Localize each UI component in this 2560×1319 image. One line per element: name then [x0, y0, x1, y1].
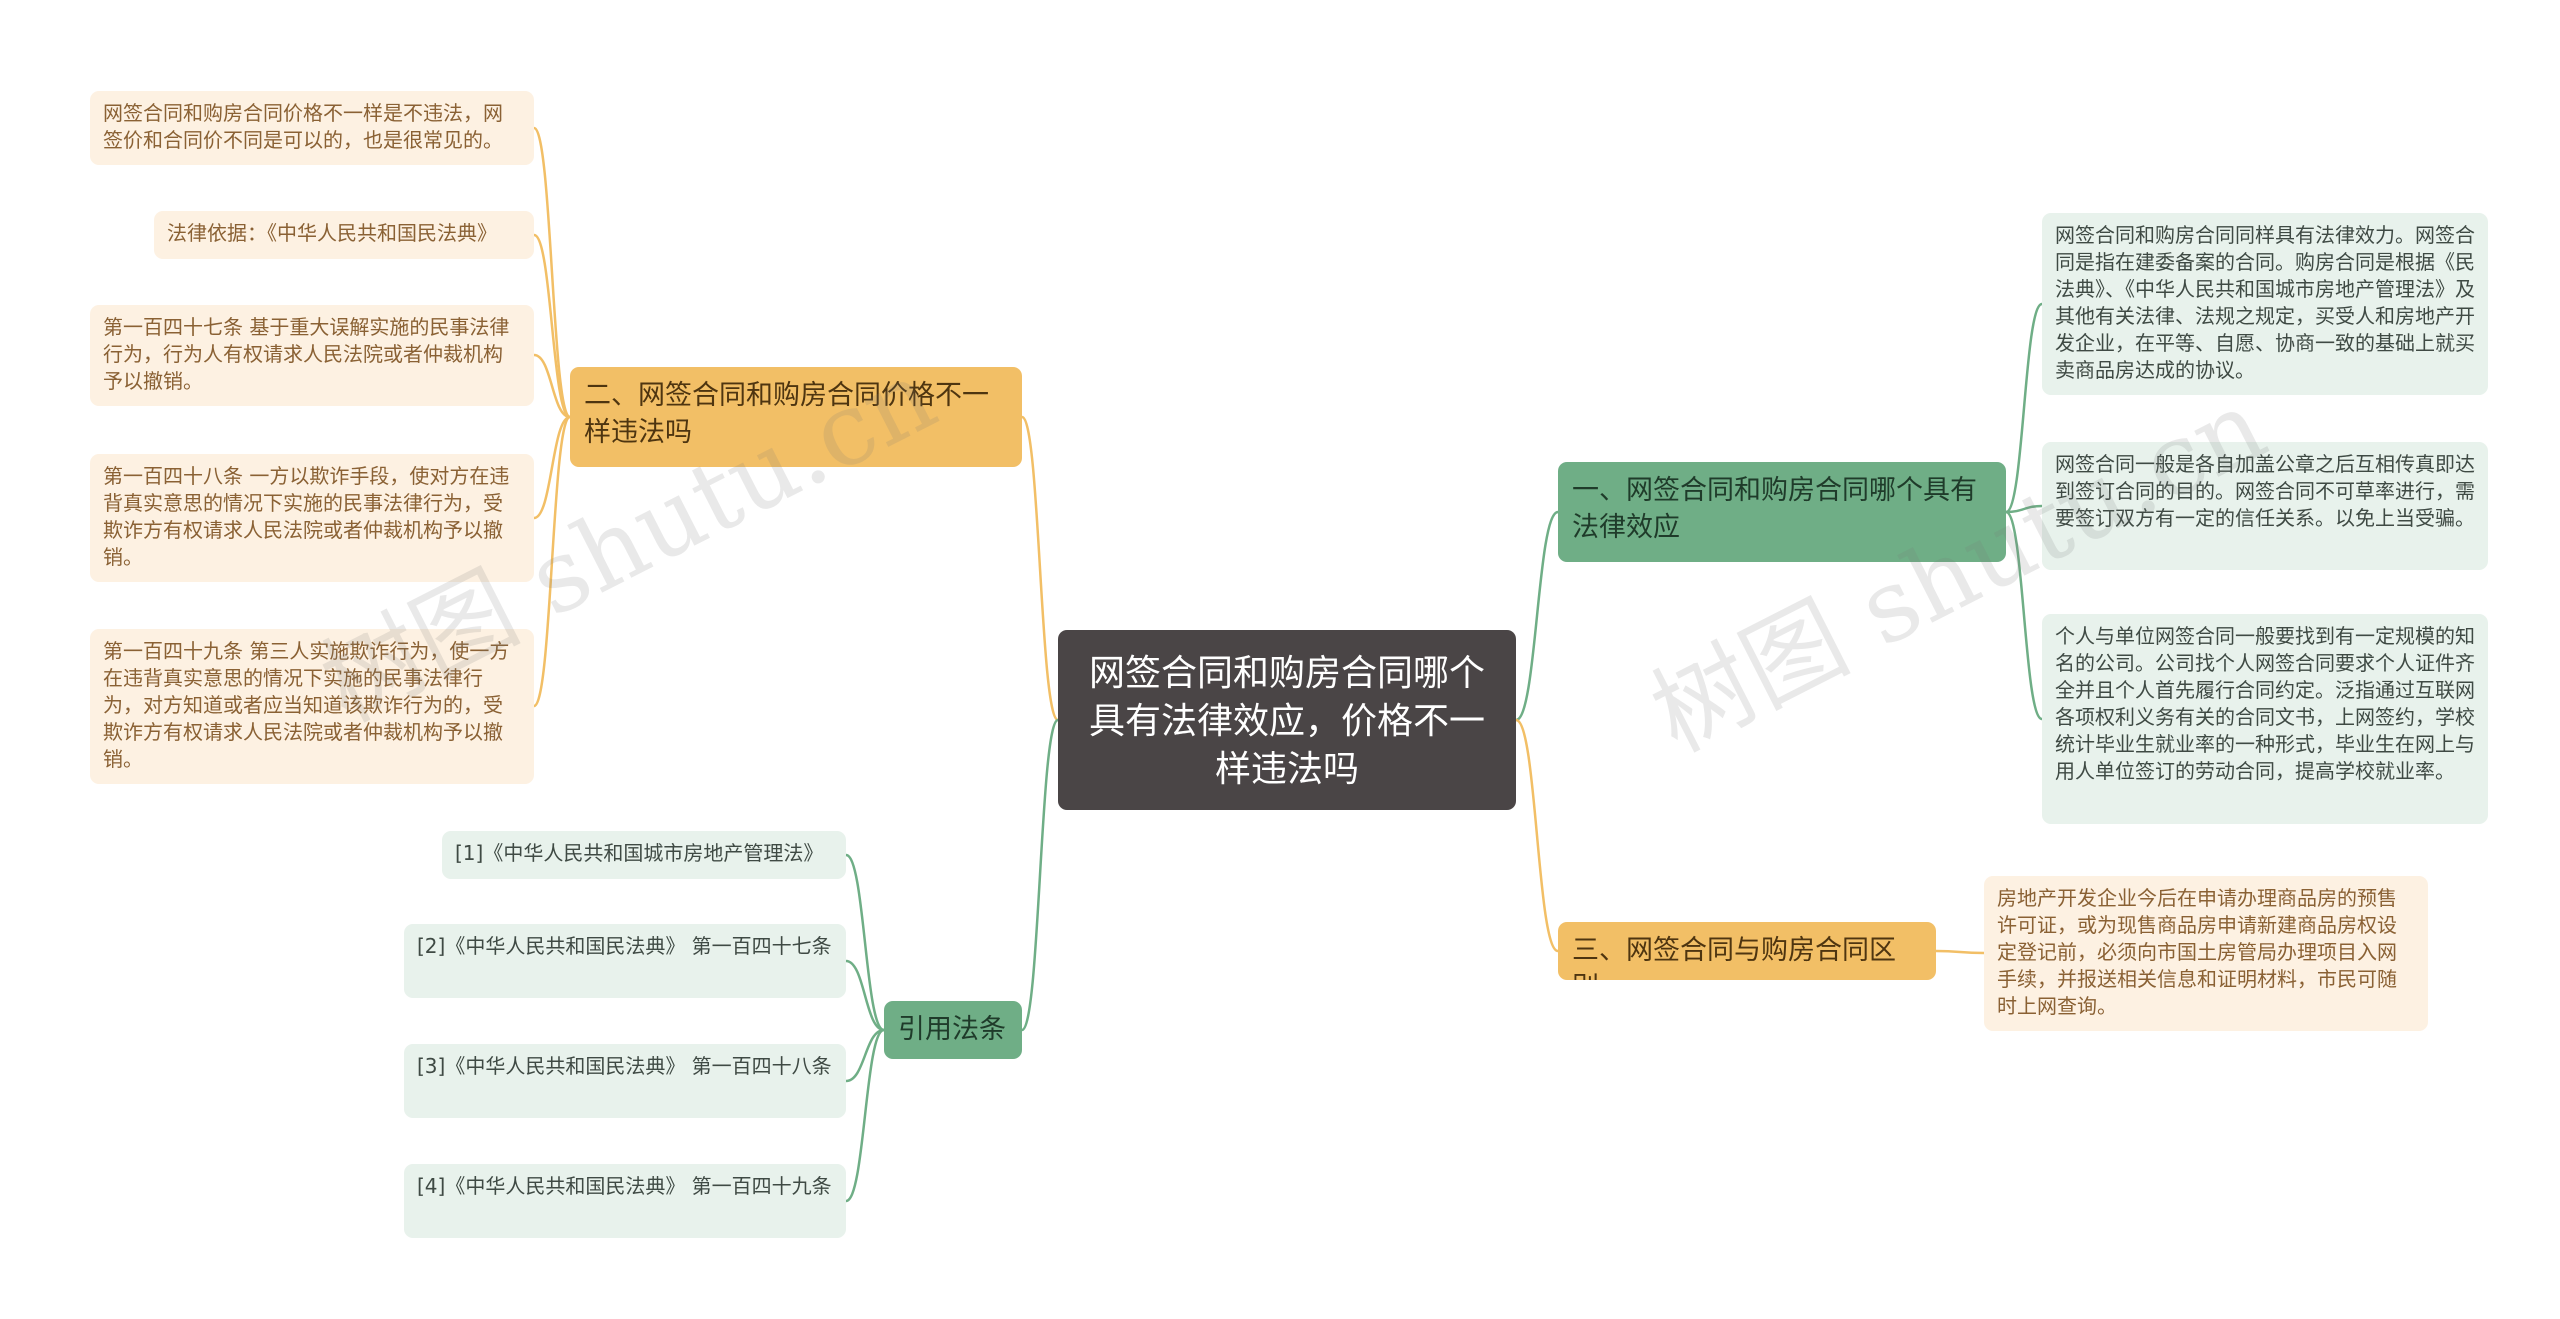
edge-root-branch3	[1515, 718, 1559, 953]
branch-price-difference[interactable]: 二、网签合同和购房合同价格不一样违法吗	[570, 367, 1022, 467]
leaf-price-3[interactable]: 第一百四十七条 基于重大误解实施的民事法律行为，行为人有权请求人民法院或者仲裁机…	[90, 305, 534, 406]
edge-branch3-leaf1	[1935, 949, 1985, 955]
leaf-price-2[interactable]: 法律依据：《中华人民共和国民法典》	[154, 211, 534, 259]
leaf-price-4[interactable]: 第一百四十八条 一方以欺诈手段，使对方在违背真实意思的情况下实施的民事法律行为，…	[90, 454, 534, 582]
citation-item-3[interactable]: [3]《中华人民共和国民法典》 第一百四十八条	[404, 1044, 846, 1118]
branch-legal-effect[interactable]: 一、网签合同和购房合同哪个具有法律效应	[1558, 462, 2006, 562]
edge-branch4-leaf3	[845, 1028, 885, 1083]
branch-cited-laws[interactable]: 引用法条	[884, 1001, 1022, 1059]
leaf-price-5[interactable]: 第一百四十九条 第三人实施欺诈行为，使一方在违背真实意思的情况下实施的民事法律行…	[90, 629, 534, 784]
leaf-contract-difference-1[interactable]: 房地产开发企业今后在申请办理商品房的预售许可证，或为现售商品房申请新建商品房权设…	[1984, 876, 2428, 1031]
branch-contract-difference[interactable]: 三、网签合同与购房合同区别	[1558, 922, 1936, 980]
edge-branch2-leaf4	[533, 415, 571, 520]
edge-branch1-leaf2	[2005, 504, 2043, 514]
leaf-price-1[interactable]: 网签合同和购房合同价格不一样是不违法，网签价和合同价不同是可以的，也是很常见的。	[90, 91, 534, 165]
edge-branch1-leaf1	[2005, 302, 2043, 514]
edge-branch1-leaf3	[2005, 510, 2043, 721]
root-topic[interactable]: 网签合同和购房合同哪个具有法律效应，价格不一样违法吗	[1058, 630, 1516, 810]
leaf-legal-effect-1[interactable]: 网签合同和购房合同同样具有法律效力。网签合同是指在建委备案的合同。购房合同是根据…	[2042, 213, 2488, 395]
edge-branch2-leaf2	[533, 233, 571, 419]
edge-branch2-leaf5	[532, 415, 572, 708]
edge-branch4-leaf1	[845, 853, 885, 1032]
edge-root-branch1	[1515, 510, 1559, 722]
edge-branch2-leaf3	[533, 353, 571, 419]
leaf-legal-effect-2[interactable]: 网签合同一般是各自加盖公章之后互相传真即达到签订合同的目的。网签合同不可草率进行…	[2042, 442, 2488, 570]
edge-root-branch2	[1020, 415, 1060, 722]
leaf-legal-effect-3[interactable]: 个人与单位网签合同一般要找到有一定规模的知名的公司。公司找个人网签合同要求个人证…	[2042, 614, 2488, 824]
citation-item-4[interactable]: [4]《中华人民共和国民法典》 第一百四十九条	[404, 1164, 846, 1238]
edge-branch4-leaf2	[845, 959, 885, 1032]
edge-branch4-leaf4	[845, 1028, 885, 1203]
edge-branch2-leaf1	[532, 126, 572, 419]
citation-item-2[interactable]: [2]《中华人民共和国民法典》 第一百四十七条	[404, 924, 846, 998]
citation-item-1[interactable]: [1]《中华人民共和国城市房地产管理法》	[442, 831, 846, 879]
edge-root-branch4	[1020, 718, 1060, 1032]
